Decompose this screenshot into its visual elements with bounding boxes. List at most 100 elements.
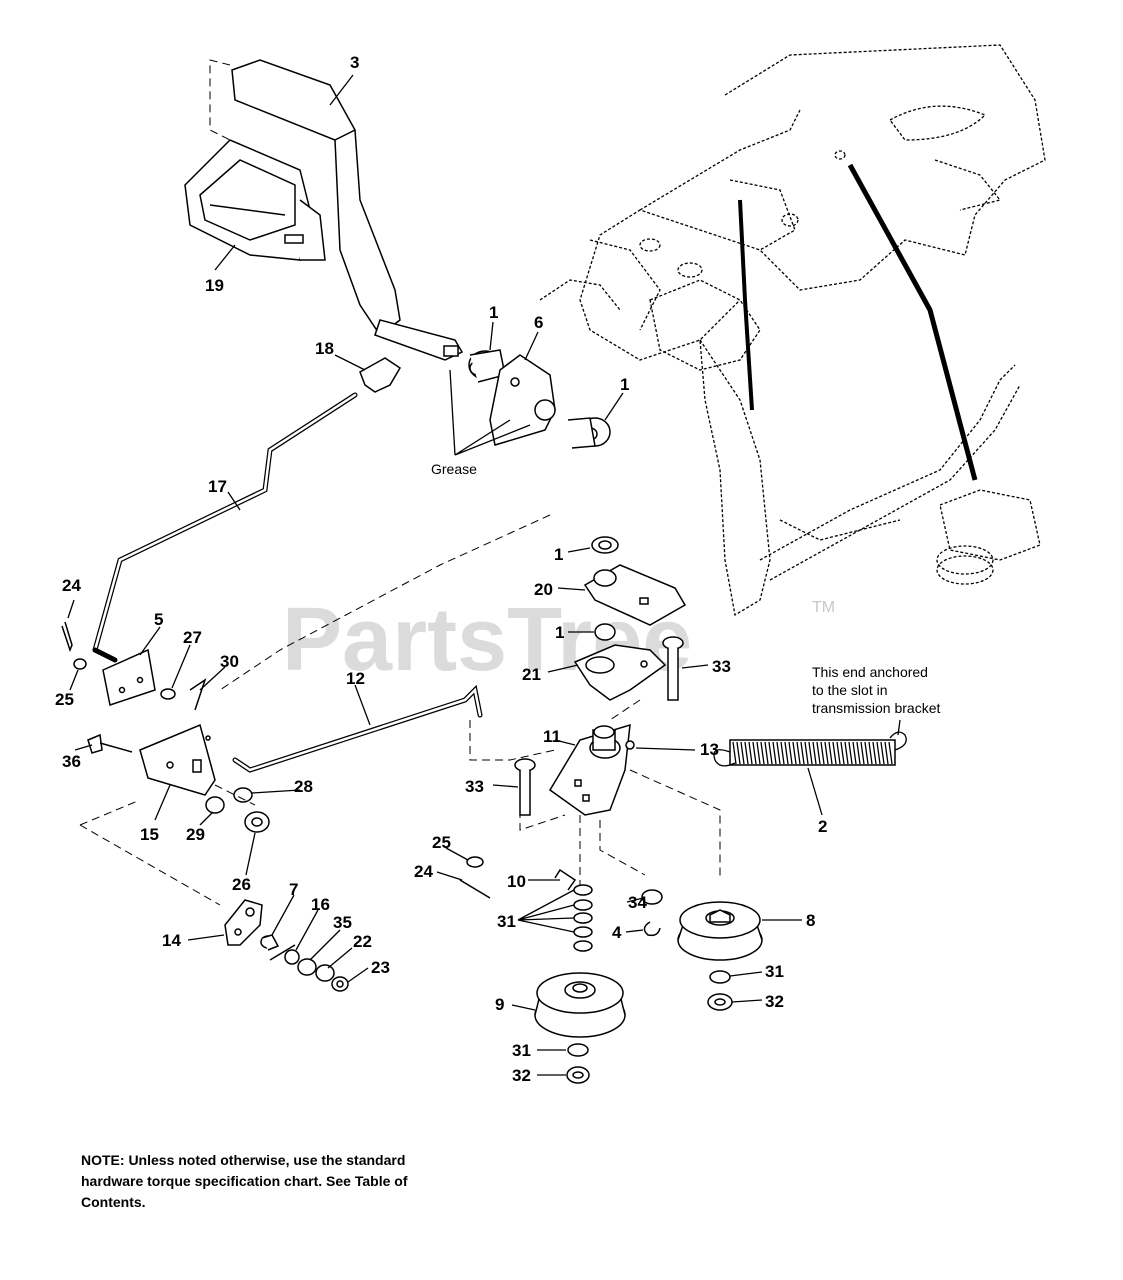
belt-line-2	[847, 163, 978, 481]
anchor-note-line-3: transmission bracket	[812, 700, 940, 716]
callout-21: 21	[522, 665, 541, 684]
part-14-lever	[224, 899, 263, 946]
ghost-pedal-assembly	[649, 279, 1041, 617]
callout-14: 14	[162, 931, 181, 950]
callout-1: 1	[554, 545, 563, 564]
callout-6: 6	[534, 313, 543, 332]
ghost-frame	[539, 44, 1046, 361]
callout-24: 24	[62, 576, 81, 595]
callout-10: 10	[507, 872, 526, 891]
callout-36: 36	[62, 752, 81, 771]
part-36-bolt	[87, 733, 133, 754]
callout-31: 31	[497, 912, 516, 931]
part-28-washer	[233, 787, 253, 803]
part-8-pulley	[677, 901, 763, 961]
part-18-knob	[359, 357, 402, 393]
part-10-clip	[554, 868, 577, 891]
callout-33: 33	[465, 777, 484, 796]
part-2-spring	[713, 731, 907, 767]
belt-line-1	[738, 199, 754, 411]
part-33-carriage-bolt-upper	[662, 636, 684, 701]
callout-24: 24	[414, 862, 433, 881]
torque-note: NOTE: Unless noted otherwise, use the st…	[81, 1152, 408, 1210]
callout-17: 17	[208, 477, 227, 496]
callout-13: 13	[700, 740, 719, 759]
callout-19: 19	[205, 276, 224, 295]
callout-22: 22	[353, 932, 372, 951]
callout-25: 25	[432, 833, 451, 852]
part-20-idler-arm	[583, 564, 687, 626]
part-25-washer	[73, 658, 87, 670]
part-1-bushing-lower	[567, 417, 611, 449]
part-15-bracket	[139, 723, 216, 796]
anchor-note-line-2: to the slot in	[812, 682, 888, 698]
callout-35: 35	[333, 913, 352, 932]
part-9-pulley	[534, 972, 626, 1038]
part-11-idler-bracket	[549, 723, 635, 816]
anchor-note-leader	[897, 719, 901, 736]
part-23-nut	[331, 976, 349, 992]
callout-4: 4	[612, 923, 622, 942]
part-25-washer-lower	[466, 856, 484, 868]
part-35-washer	[284, 949, 300, 965]
part-29-washer	[205, 796, 225, 814]
callout-27: 27	[183, 628, 202, 647]
dash-12	[469, 720, 556, 761]
callout-33: 33	[712, 657, 731, 676]
callout-11: 11	[543, 727, 561, 746]
watermark-tm: TM	[812, 599, 835, 616]
part-7-spacer	[260, 934, 280, 951]
part-26-nut	[244, 811, 270, 833]
callout-31: 31	[512, 1041, 531, 1060]
part-21-plate	[573, 644, 667, 701]
part-34-washer	[641, 889, 663, 905]
part-12-rod	[232, 684, 483, 773]
part-35-spring	[297, 958, 317, 976]
callout-20: 20	[534, 580, 553, 599]
callout-1: 1	[620, 375, 629, 394]
callout-29: 29	[186, 825, 205, 844]
part-31-washer-8	[709, 970, 731, 984]
callout-5: 5	[154, 610, 163, 629]
callout-labels: 3 19 18 1 6 1 17 1 20 1 21 33 24 5 27 30…	[55, 53, 827, 1085]
callout-31: 31	[765, 962, 784, 981]
callout-9: 9	[495, 995, 504, 1014]
part-4-eclip	[643, 921, 661, 937]
callout-12: 12	[346, 669, 365, 688]
callout-1: 1	[555, 623, 564, 642]
callout-32: 32	[512, 1066, 531, 1085]
part-32-nut-9	[566, 1066, 590, 1084]
dash-long	[219, 514, 551, 691]
callout-28: 28	[294, 777, 313, 796]
leader-lines	[67, 74, 823, 1076]
grease-label: Grease	[431, 461, 477, 477]
callout-1: 1	[489, 303, 498, 322]
callout-2: 2	[818, 817, 827, 836]
dash-9	[579, 815, 646, 885]
part-1-bushing-mid	[594, 623, 616, 641]
part-22-washer	[315, 964, 335, 982]
part-24-cotter-lower	[459, 879, 491, 899]
dash-15	[79, 784, 256, 906]
callout-16: 16	[311, 895, 330, 914]
callout-8: 8	[806, 911, 815, 930]
callout-34: 34	[628, 893, 647, 912]
dash-33	[519, 810, 566, 831]
dash-8	[609, 699, 721, 880]
callout-25: 25	[55, 690, 74, 709]
dash-3	[209, 59, 231, 141]
grease-leaders	[449, 369, 531, 456]
part-31-washer-9	[567, 1043, 589, 1057]
part-32-nut-8	[707, 993, 733, 1011]
anchor-note-line-1: This end anchored	[812, 664, 928, 680]
part-16-pin	[269, 944, 296, 961]
part-1-bushing-top	[591, 536, 619, 554]
part-27-washer	[160, 688, 176, 700]
part-19-pedal-pad	[184, 139, 326, 261]
callout-3: 3	[350, 53, 359, 72]
part-24-cotter-upper	[61, 621, 73, 653]
callout-7: 7	[289, 880, 298, 899]
callout-23: 23	[371, 958, 390, 977]
